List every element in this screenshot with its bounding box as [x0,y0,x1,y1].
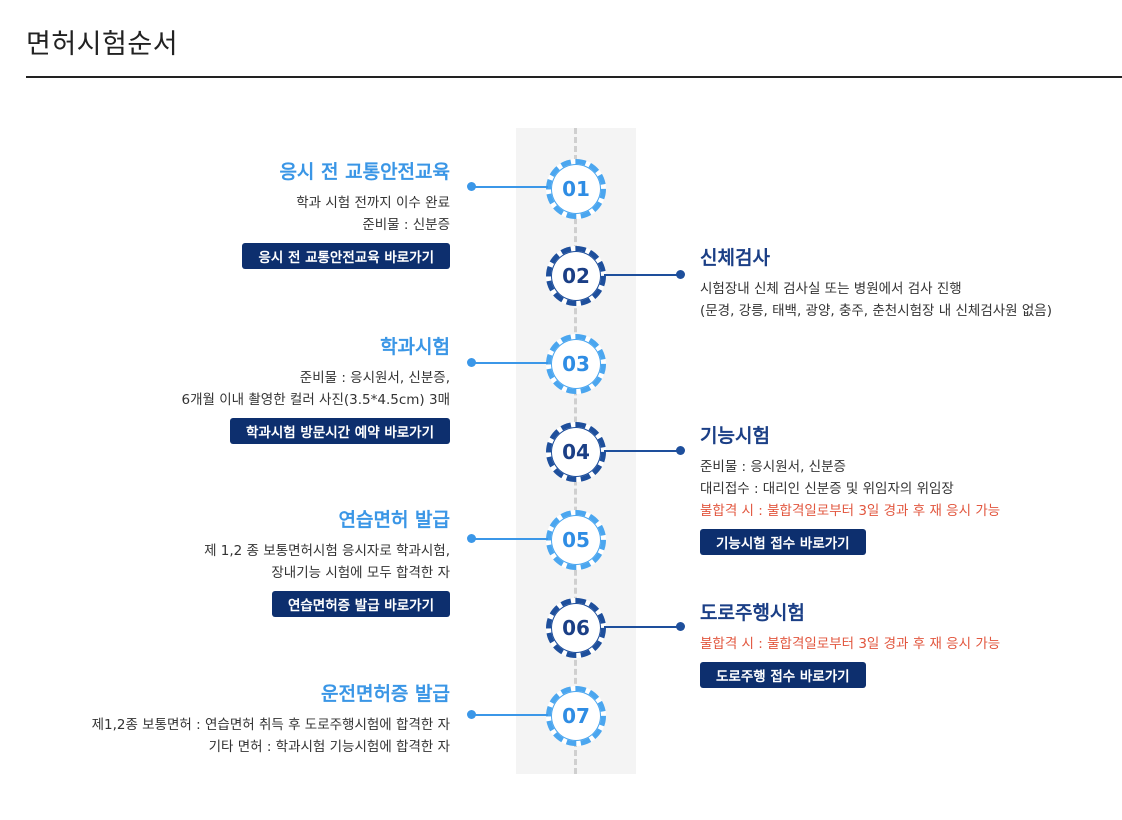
step-04-fail-notice: 불합격 시 : 불합격일로부터 3일 경과 후 재 응시 가능 [700,503,1001,519]
step-06-title: 도로주행시험 [700,602,805,624]
step-02-desc-1: 시험장내 신체 검사실 또는 병원에서 검사 진행 [700,281,962,297]
step-01-badge: 01 [546,159,606,219]
step-04-block: 기능시험 준비물 : 응시원서, 신분증 대리접수 : 대리인 신분증 및 위임… [700,421,1000,555]
step-01-connector [471,186,548,188]
step-04-desc-1: 준비물 : 응시원서, 신분증 [700,459,846,475]
step-05-block: 연습면허 발급 제 1,2 종 보통면허시험 응시자로 학과시험, 장내기능 시… [204,505,450,617]
step-04-dot [676,446,685,455]
step-05-title: 연습면허 발급 [338,509,451,531]
step-03-block: 학과시험 준비물 : 응시원서, 신분증, 6개월 이내 촬영한 컬러 사진(3… [182,332,450,444]
step-07-block: 운전면허증 발급 제1,2종 보통면허 : 연습면허 취득 후 도로주행시험에 … [92,679,450,758]
step-03-desc-2: 6개월 이내 촬영한 컬러 사진(3.5*4.5cm) 3매 [181,392,450,408]
step-04-badge: 04 [546,422,606,482]
step-04-desc-2: 대리접수 : 대리인 신분증 및 위임자의 위임장 [700,481,954,497]
step-06-link-button[interactable]: 도로주행 접수 바로가기 [700,662,866,688]
step-04-link-button[interactable]: 기능시험 접수 바로가기 [700,529,866,555]
step-02-title: 신체검사 [700,247,770,269]
step-01-block: 응시 전 교통안전교육 학과 시험 전까지 이수 완료 준비물 : 신분증 응시… [242,157,450,269]
step-01-title: 응시 전 교통안전교육 [279,161,450,183]
step-04-title: 기능시험 [700,425,770,447]
step-04-connector [604,450,680,452]
step-06-badge: 06 [546,598,606,658]
step-05-badge: 05 [546,510,606,570]
step-05-connector [471,538,548,540]
step-06-fail-notice: 불합격 시 : 불합격일로부터 3일 경과 후 재 응시 가능 [700,636,1001,652]
step-02-connector [604,274,680,276]
step-02-desc-2: (문경, 강릉, 태백, 광양, 충주, 춘천시험장 내 신체검사원 없음) [700,303,1052,319]
step-02-badge: 02 [546,246,606,306]
step-03-link-button[interactable]: 학과시험 방문시간 예약 바로가기 [230,418,450,444]
step-03-title: 학과시험 [380,336,450,358]
step-01-link-button[interactable]: 응시 전 교통안전교육 바로가기 [242,243,450,269]
step-05-link-button[interactable]: 연습면허증 발급 바로가기 [271,591,450,617]
step-07-desc-1: 제1,2종 보통면허 : 연습면허 취득 후 도로주행시험에 합격한 자 [91,717,450,733]
step-07-connector [471,714,548,716]
step-02-block: 신체검사 시험장내 신체 검사실 또는 병원에서 검사 진행 (문경, 강릉, … [700,243,1052,322]
step-03-connector [471,362,548,364]
step-05-desc-2: 장내기능 시험에 모두 합격한 자 [271,565,450,581]
step-06-block: 도로주행시험 불합격 시 : 불합격일로부터 3일 경과 후 재 응시 가능 도… [700,598,1000,688]
title-divider [26,76,1122,78]
step-01-desc-1: 학과 시험 전까지 이수 완료 [296,195,450,211]
step-02-dot [676,270,685,279]
step-03-dot [467,358,476,367]
page-title: 면허시험순서 [26,29,179,60]
step-05-desc-1: 제 1,2 종 보통면허시험 응시자로 학과시험, [204,543,450,559]
step-01-dot [467,182,476,191]
step-07-title: 운전면허증 발급 [321,683,450,705]
step-07-desc-2: 기타 면허 : 학과시험 기능시험에 합격한 자 [208,739,450,755]
step-03-desc-1: 준비물 : 응시원서, 신분증, [299,370,450,386]
step-06-connector [604,626,680,628]
step-07-dot [467,710,476,719]
step-01-desc-2: 준비물 : 신분증 [362,217,450,233]
step-06-dot [676,622,685,631]
step-03-badge: 03 [546,334,606,394]
step-05-dot [467,534,476,543]
step-07-badge: 07 [546,686,606,746]
